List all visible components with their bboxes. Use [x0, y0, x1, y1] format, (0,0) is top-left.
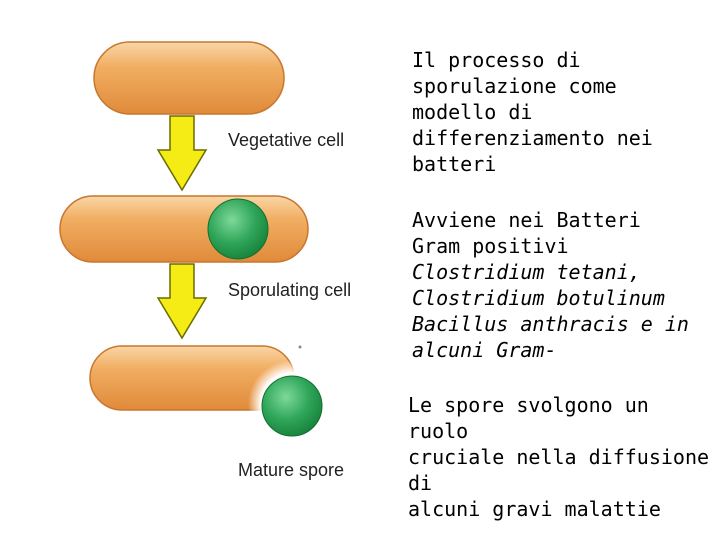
stage-label-vegetative: Vegetative cell — [228, 130, 345, 150]
role-text: Le spore svolgono un ruolo cruciale nell… — [408, 393, 710, 521]
stage-label-sporulating: Sporulating cell — [228, 280, 352, 300]
mature-spore — [261, 375, 323, 437]
sporulating-cell — [59, 195, 309, 263]
arrow-down-icon — [156, 115, 208, 192]
spore-dot — [298, 345, 302, 349]
sporulation-illustration — [59, 41, 336, 448]
species-list: Clostridium tetani, Clostridium botulinu… — [412, 260, 689, 362]
arrow-down-icon — [156, 263, 208, 340]
sporulation-diagram: Vegetative cell Sporulating cell Mature … — [59, 41, 352, 480]
vegetative-cell — [93, 41, 285, 115]
forespore — [207, 198, 269, 260]
stage-label-mature: Mature spore — [238, 460, 345, 480]
heading-text: Il processo di sporulazione come modello… — [412, 48, 653, 176]
occurrence-text: Avviene nei Batteri Gram positivi — [412, 208, 641, 258]
